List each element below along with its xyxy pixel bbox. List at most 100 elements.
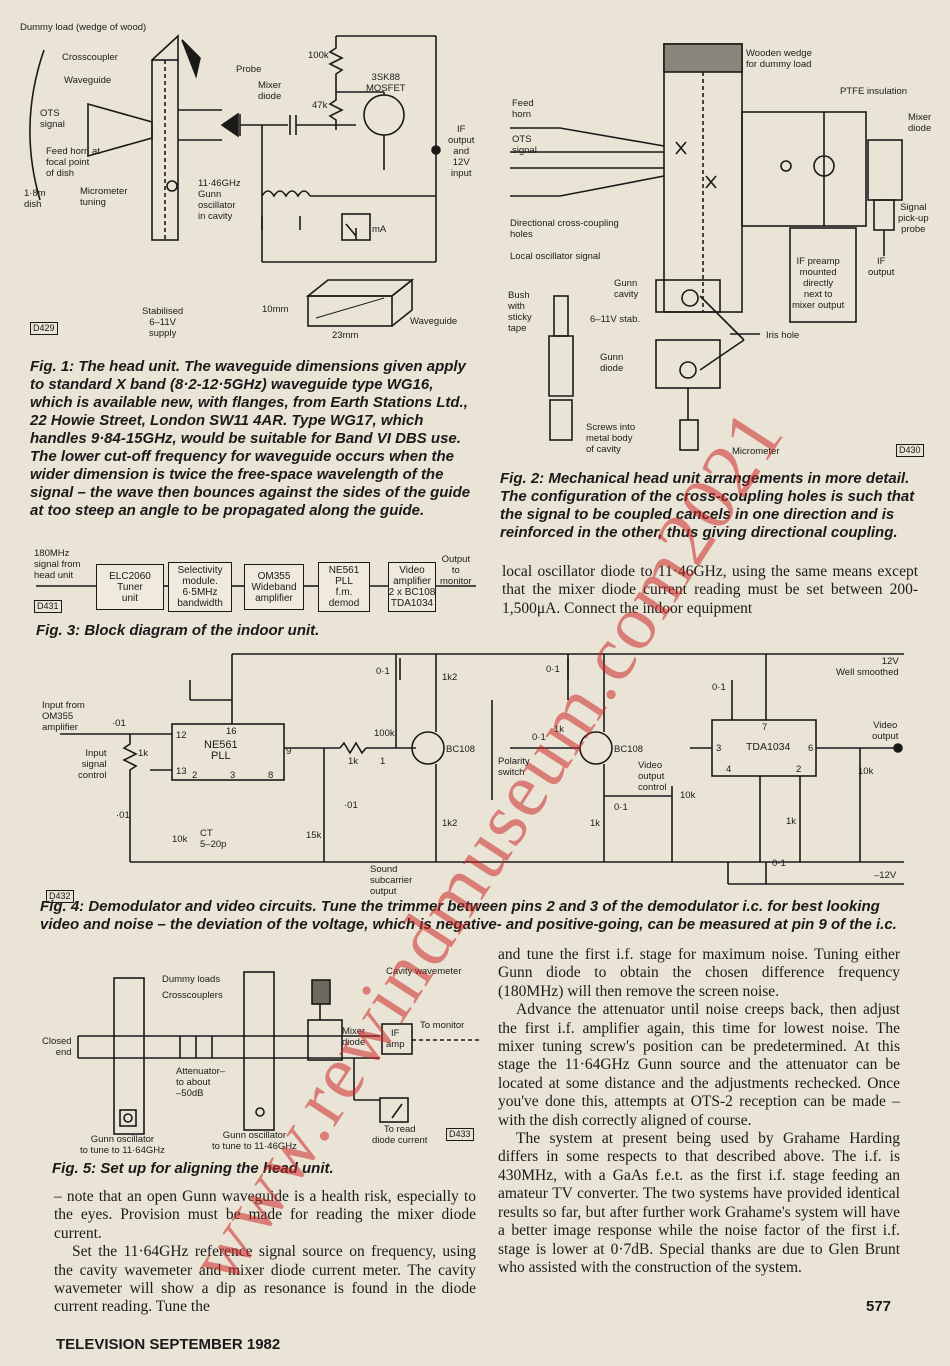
fig4-bc108-a-label: BC108 bbox=[446, 744, 476, 755]
fig1-micrometer-label: Micrometer tuning bbox=[80, 186, 128, 208]
fig4-pin8: 8 bbox=[268, 770, 274, 781]
fig1-mixer-diode-label: Mixer diode bbox=[258, 80, 282, 102]
fig4-c01-top-label: 0·1 bbox=[376, 666, 390, 677]
fig4-video-output-control-label: Video output control bbox=[638, 760, 667, 793]
fig4-r10k-b-label: 10k bbox=[680, 790, 696, 801]
fig3-caption: Fig. 3: Block diagram of the indoor unit… bbox=[36, 622, 320, 639]
fig1-gunn-label: 11·46GHz Gunn oscillator in cavity bbox=[198, 178, 241, 222]
fig2-caption: Fig. 2: Mechanical head unit arrangement… bbox=[500, 470, 915, 541]
fig4-bc108-b-label: BC108 bbox=[614, 744, 644, 755]
fig2-bush-label: Bush with sticky tape bbox=[508, 290, 532, 334]
fig4-c01b-label: ·01 bbox=[116, 810, 130, 821]
text-right-top: local oscillator diode to 11·46GHz, usin… bbox=[502, 563, 918, 617]
fig3-code: D431 bbox=[34, 600, 62, 613]
fig1-10mm-label: 10mm bbox=[262, 304, 289, 315]
fig5-if-amp-label: IF amp bbox=[386, 1028, 405, 1050]
fig4-ne561-label: NE561 PLL bbox=[204, 739, 238, 762]
fig1-47k-label: 47k bbox=[312, 100, 328, 111]
fig4-pin2: 2 bbox=[192, 770, 198, 781]
fig4-c01a-label: ·01 bbox=[112, 718, 126, 729]
fig4-pin6: 6 bbox=[808, 743, 814, 754]
fig4-c01c-label: ·01 bbox=[344, 800, 358, 811]
fig1-23mm-label: 23mm bbox=[332, 330, 359, 341]
fig2-micrometer-label: Micrometer bbox=[732, 446, 780, 457]
fig4-caption: Fig. 4: Demodulator and video circuits. … bbox=[40, 898, 897, 933]
text-left-column: – note that an open Gunn waveguide is a … bbox=[54, 1188, 476, 1317]
footer-magazine: TELEVISION SEPTEMBER 1982 bbox=[56, 1336, 281, 1353]
text-left-p1: – note that an open Gunn waveguide is a … bbox=[54, 1188, 476, 1242]
text-right-p2: Advance the attenuator until noise creep… bbox=[498, 1001, 900, 1129]
fig4-tda-label: TDA1034 bbox=[746, 741, 791, 753]
text-right-p3: The system at present being used by Grah… bbox=[498, 1130, 900, 1276]
fig2-stab-label: 6–11V stab. bbox=[590, 314, 641, 325]
fig1-100k-label: 100k bbox=[308, 50, 329, 61]
fig1-probe-label: Probe bbox=[236, 64, 262, 75]
fig2-probe-label: Signal pick-up probe bbox=[898, 202, 929, 235]
fig4-r1k-e-label: 1k bbox=[786, 816, 797, 827]
fig5-gunn1-label: Gunn oscillator to tune to 11·64GHz bbox=[80, 1134, 165, 1156]
fig2-code: D430 bbox=[896, 444, 924, 457]
fig5-cross-label: Crosscouplers bbox=[162, 990, 223, 1001]
fig5-mixer-label: Mixer diode bbox=[342, 1026, 366, 1048]
fig4-c01h-label: 0·1 bbox=[772, 858, 786, 869]
text-right-column: and tune the first i.f. stage for maximu… bbox=[498, 946, 900, 1277]
fig5-wavemeter-label: Cavity wavemeter bbox=[386, 966, 462, 977]
fig5-to-read-label: To read diode current bbox=[372, 1124, 428, 1146]
fig1-code: D429 bbox=[30, 322, 58, 335]
fig5-dummy-label: Dummy loads bbox=[162, 974, 221, 985]
fig4-c01e-label: 0·1 bbox=[532, 732, 546, 743]
fig4-pin4: 4 bbox=[726, 764, 732, 775]
fig3-block-video: Video amplifier 2 x BC108 TDA1034 bbox=[388, 562, 436, 612]
fig4-r15k-label: 15k bbox=[306, 830, 322, 841]
fig3-block-selectivity: Selectivity module. 6·5MHz bandwidth bbox=[168, 562, 232, 612]
fig4-pin12: 12 bbox=[176, 730, 187, 741]
fig4-pin16: 16 bbox=[226, 726, 237, 737]
fig4-c01g-label: 0·1 bbox=[712, 682, 726, 693]
fig1-caption: Fig. 1: The head unit. The waveguide dim… bbox=[30, 358, 471, 519]
fig4-c1-label: 1 bbox=[380, 756, 386, 767]
fig4-ct-label: CT 5–20p bbox=[200, 828, 227, 850]
fig5-caption: Fig. 5: Set up for aligning the head uni… bbox=[52, 1160, 334, 1177]
fig1-stabilised-label: Stabilised 6–11V supply bbox=[142, 306, 184, 339]
fig4-video-output-label: Video output bbox=[872, 720, 899, 742]
fig3-input-label: 180MHz signal from head unit bbox=[34, 548, 81, 581]
text-left-p2: Set the 11·64GHz reference signal source… bbox=[54, 1243, 476, 1316]
fig4-polarity-label: Polarity switch bbox=[498, 756, 530, 778]
fig2-iris-label: Iris hole bbox=[766, 330, 800, 341]
fig2-wedge-label: Wooden wedge for dummy load bbox=[746, 48, 812, 70]
fig1-waveguide-label: Waveguide bbox=[64, 75, 112, 86]
fig2-if-output-label: IF output bbox=[868, 256, 895, 278]
fig4-c01f-label: 0·1 bbox=[614, 802, 628, 813]
fig4-r1k-d-label: 1k bbox=[590, 818, 601, 829]
fig1-crosscoupler-label: Crosscoupler bbox=[62, 52, 118, 63]
fig3-block-ne561: NE561 PLL f.m. demod bbox=[318, 562, 370, 612]
fig4-pin7: 7 bbox=[762, 722, 768, 733]
fig4-r10k-c-label: 10k bbox=[858, 766, 874, 777]
fig2-gunn-diode-label: Gunn diode bbox=[600, 352, 624, 374]
fig4-pin3b: 3 bbox=[716, 743, 722, 754]
fig1-dummy-load-label: Dummy load (wedge of wood) bbox=[20, 22, 147, 33]
fig4-minus12v-label: –12V bbox=[874, 870, 897, 881]
fig4-r100k-label: 100k bbox=[374, 728, 395, 739]
text-right-p1: and tune the first i.f. stage for maximu… bbox=[498, 946, 900, 1000]
fig4-r1k-c-label: 1k bbox=[554, 724, 565, 735]
fig1-ma-label: mA bbox=[372, 224, 387, 235]
fig1-ots-signal-label: OTS signal bbox=[40, 108, 65, 130]
fig4-pin2b: 2 bbox=[796, 764, 802, 775]
fig4-r10k-a-label: 10k bbox=[172, 834, 188, 845]
fig3-block-tuner: ELC2060 Tuner unit bbox=[96, 564, 164, 610]
fig2-screws-label: Screws into metal body of cavity bbox=[586, 422, 636, 455]
fig4-r1k2-a-label: 1k2 bbox=[442, 672, 458, 683]
fig4-input-signal-label: Input signal control bbox=[78, 748, 107, 781]
fig5-gunn2-label: Gunn oscillator to tune to 11·46GHz bbox=[212, 1130, 297, 1152]
fig4-12v-label: 12V Well smoothed bbox=[836, 656, 899, 678]
fig2-ots-label: OTS signal bbox=[512, 134, 537, 156]
fig1-waveguide-block-label: Waveguide bbox=[410, 316, 458, 327]
fig1-dish-label: 1·8m dish bbox=[24, 188, 46, 210]
fig4-r1k2-b-label: 1k2 bbox=[442, 818, 458, 829]
fig4-c01d-label: 0·1 bbox=[546, 664, 560, 675]
